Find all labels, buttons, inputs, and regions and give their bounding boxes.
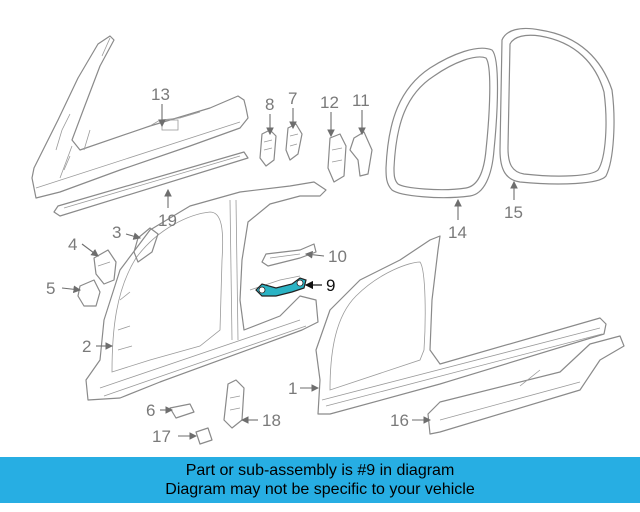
callout-14: 14: [448, 223, 467, 242]
part-12-bracket: [327, 133, 347, 183]
part-9-highlighted: [255, 277, 307, 297]
part-7-bracket: [285, 123, 303, 161]
callout-6: 6: [146, 401, 155, 420]
part-14-weatherstrip: [385, 47, 499, 199]
part-19-rocker-strip: [53, 151, 249, 217]
callout-7: 7: [288, 89, 297, 108]
callout-18: 18: [262, 411, 281, 430]
callout-17: 17: [152, 427, 171, 446]
callout-3: 3: [112, 223, 121, 242]
banner-line-2: Diagram may not be specific to your vehi…: [165, 481, 475, 498]
callout-16: 16: [390, 411, 409, 430]
part-10-bracket: [261, 243, 317, 267]
callout-4: 4: [68, 235, 77, 254]
part-8-bracket: [259, 129, 277, 167]
callout-5: 5: [46, 279, 55, 298]
part-18-bracket: [223, 379, 245, 429]
part-6-bracket: [169, 403, 195, 419]
part-5-bracket: [77, 279, 101, 307]
callout-10: 10: [328, 247, 347, 266]
callout-9: 9: [326, 276, 335, 295]
parts-diagram: 13 19 8 7 12 11 14 15 3 4 5 2 10 9 1 16 …: [31, 27, 625, 446]
callout-12: 12: [320, 93, 339, 112]
callout-19: 19: [158, 211, 177, 230]
callout-1: 1: [288, 379, 297, 398]
callout-13: 13: [151, 85, 170, 104]
callout-8: 8: [265, 95, 274, 114]
part-2-body-side: [85, 181, 327, 401]
part-15-weatherstrip: [499, 27, 615, 185]
part-16-rocker-panel: [427, 335, 625, 435]
part-1-body-side-rear: [315, 235, 607, 415]
part-4-bracket: [93, 249, 117, 285]
part-17-bracket: [195, 427, 213, 445]
callout-2: 2: [82, 337, 91, 356]
part-13-side-frame: [31, 35, 249, 199]
callout-11: 11: [352, 91, 370, 110]
leader-lines: [61, 104, 518, 440]
callout-15: 15: [504, 203, 523, 222]
banner-line-1: Part or sub-assembly is #9 in diagram: [185, 462, 455, 479]
info-banner: Part or sub-assembly is #9 in diagram Di…: [0, 457, 640, 503]
part-3-bracket: [133, 227, 159, 263]
part-11-bracket: [349, 131, 373, 177]
